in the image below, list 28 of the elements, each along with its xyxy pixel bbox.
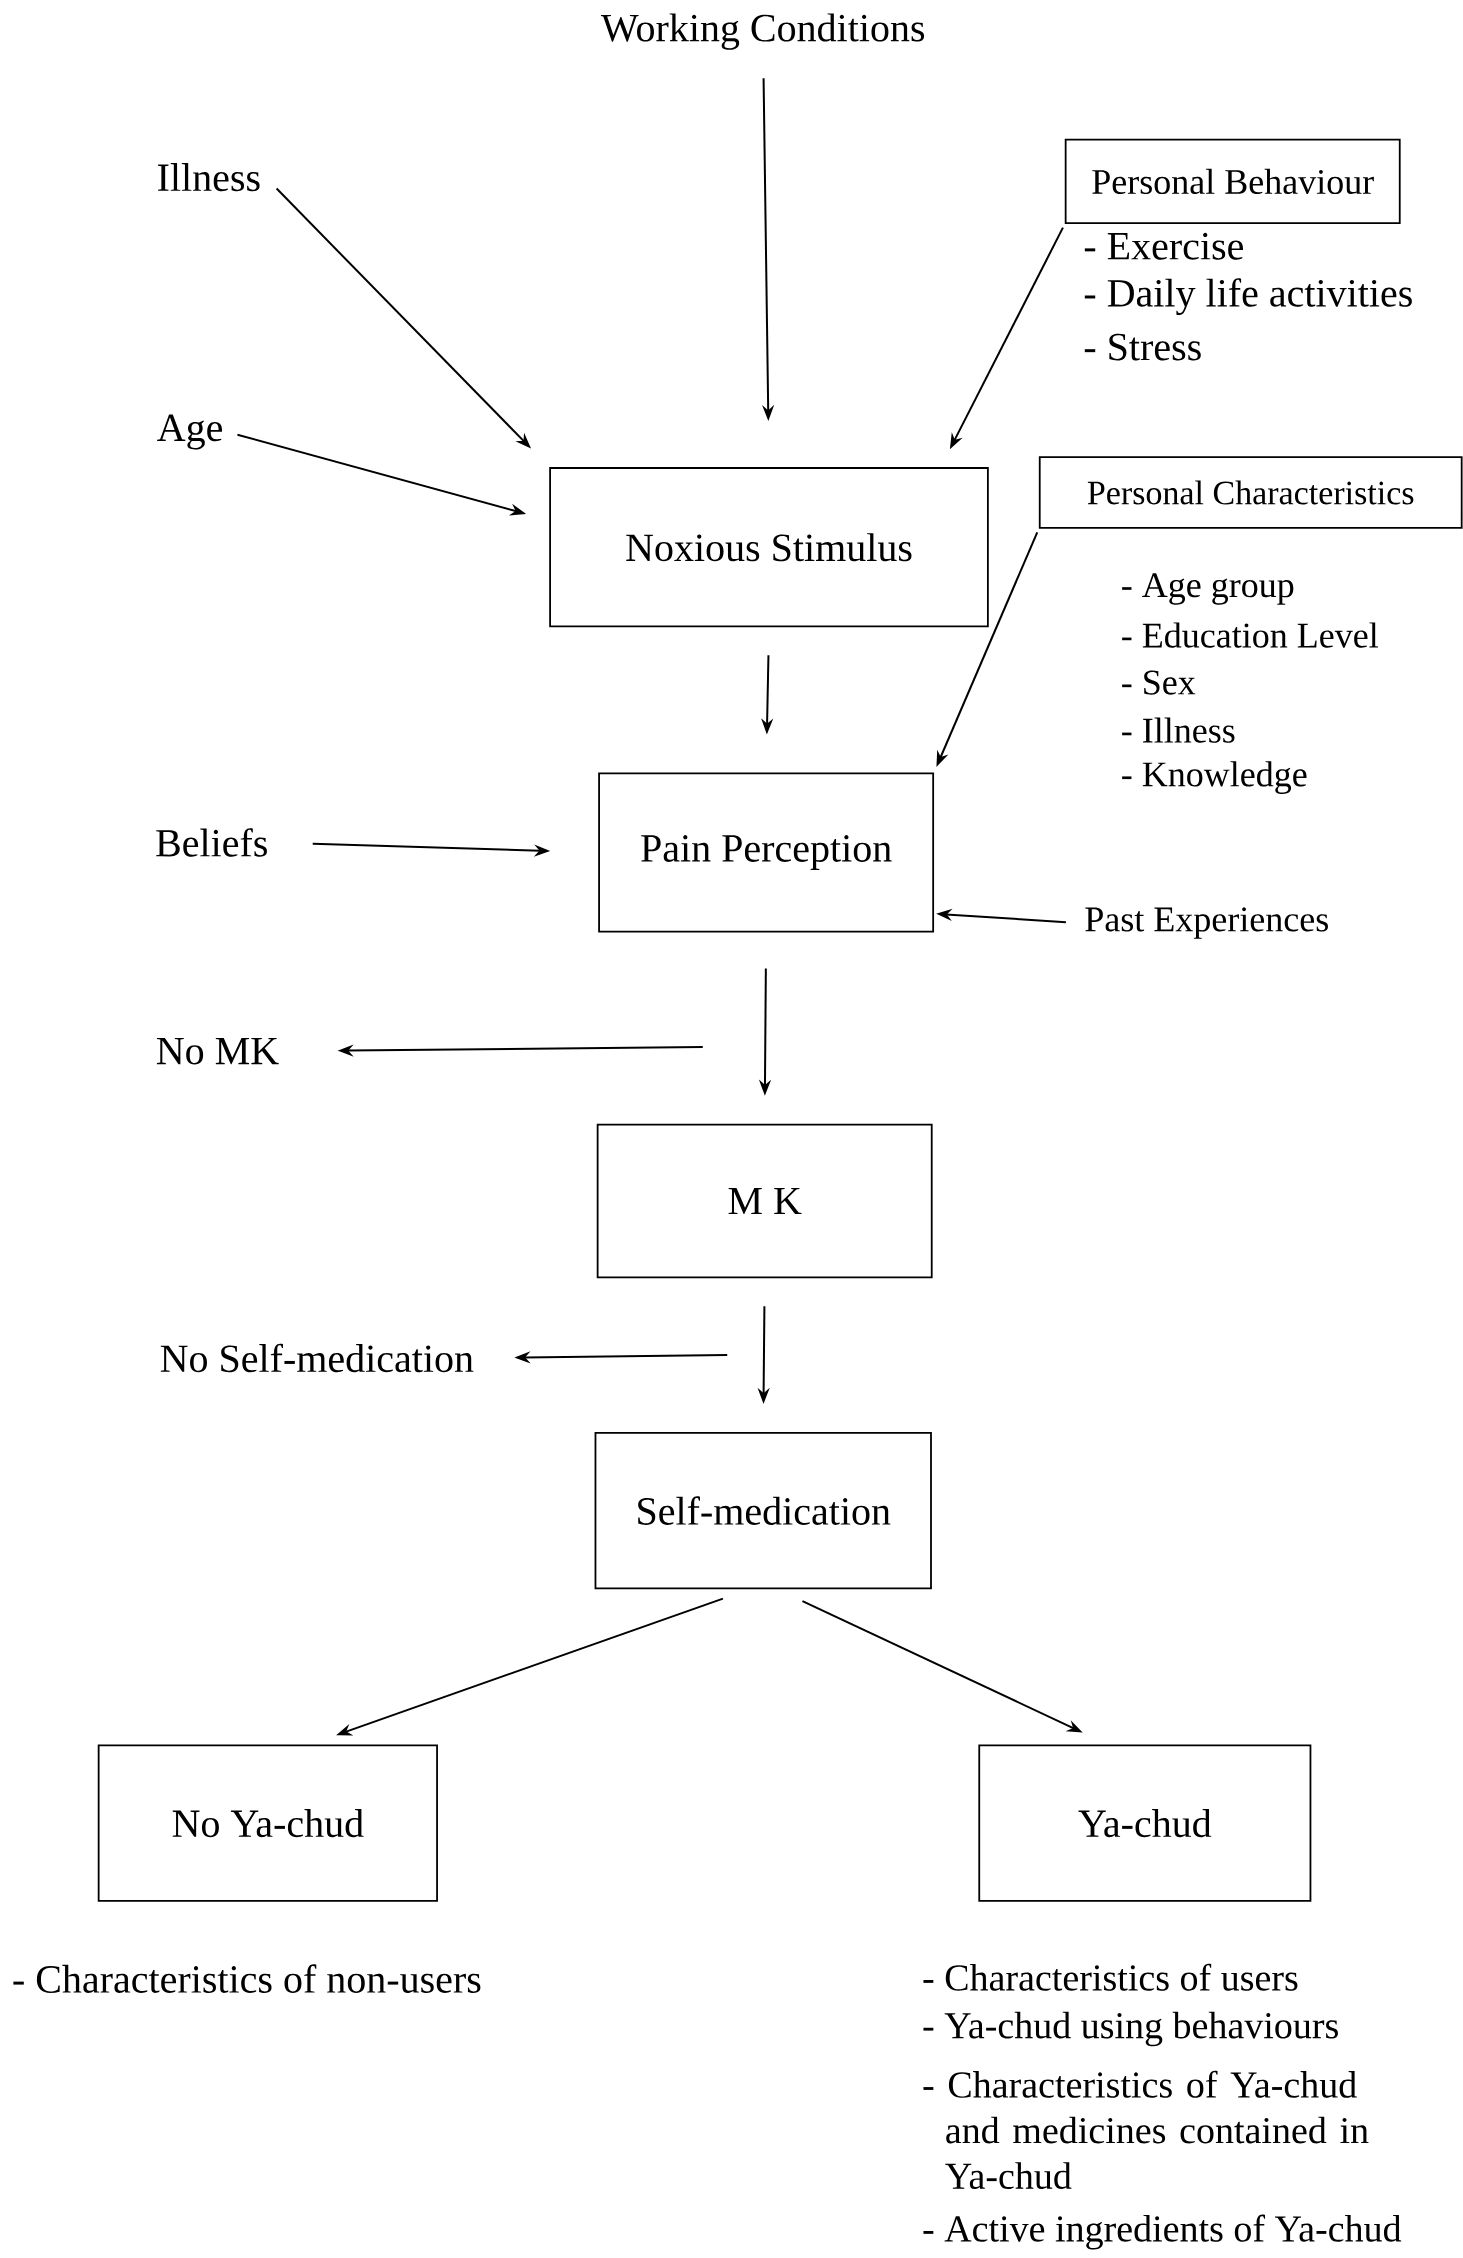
labeled-box: M K — [596, 1123, 933, 1279]
labeled-box: Self-medication — [594, 1431, 932, 1590]
bullet-item: - Characteristics of Ya-chud and medicines contained in Ya-chud — [923, 2070, 1369, 2190]
bullet-item: - Illness — [1122, 717, 1235, 743]
factor-label: No Self-medication — [160, 1343, 474, 1373]
labeled-box: Ya-chud — [978, 1744, 1312, 1902]
bullet-item: - Active ingredients of Ya-chud — [923, 2214, 1402, 2250]
labeled-box: Noxious Stimulus — [549, 467, 989, 628]
bullet-item: - Sex — [1122, 670, 1196, 695]
labeled-box: Pain Perception — [598, 772, 934, 933]
labeled-box: No Ya-chud — [97, 1744, 438, 1902]
bullet-item: - Daily life activities — [1084, 278, 1412, 316]
factor-label: Working Conditions — [600, 13, 924, 50]
factor-label: Past Experiences — [1085, 907, 1328, 939]
labeled-box: Personal Behaviour — [1064, 138, 1401, 225]
bullet-item: - Exercise — [1084, 232, 1243, 260]
labeled-box: Personal Characteristics — [1038, 456, 1463, 529]
bullet-item: - Knowledge — [1122, 761, 1307, 794]
bullet-item: - Characteristics of non-users — [13, 1964, 481, 1993]
bullet-item: - Age group — [1122, 573, 1294, 605]
factor-label: No MK — [156, 1037, 279, 1065]
bullet-item: - Characteristics of users — [923, 1963, 1298, 1991]
factor-label: Beliefs — [156, 828, 267, 857]
factor-label: Illness — [158, 163, 260, 192]
bullet-item: - Education Level — [1122, 622, 1378, 648]
bullet-item: - Ya-chud using behaviours — [923, 2011, 1338, 2047]
factor-label: Age — [157, 414, 222, 450]
bullet-item: - Stress — [1084, 333, 1201, 361]
